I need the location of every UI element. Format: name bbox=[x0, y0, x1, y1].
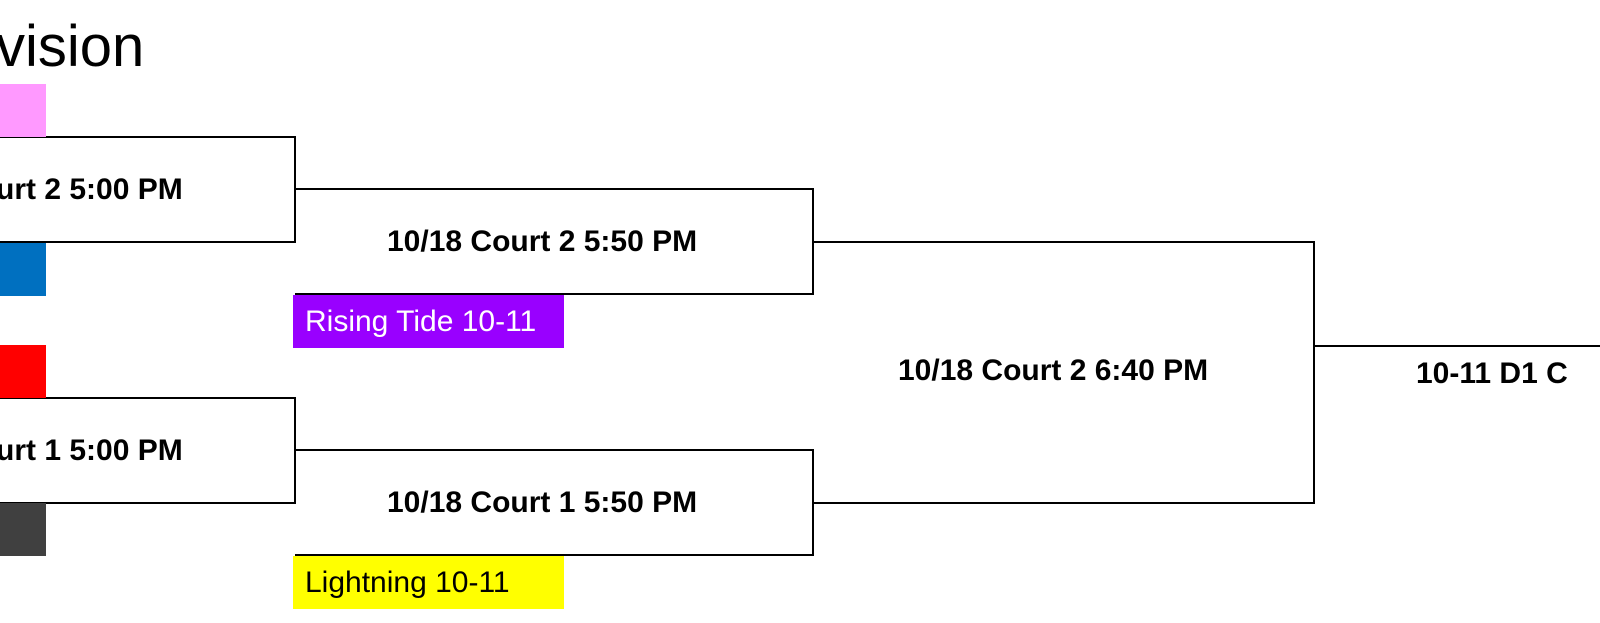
team-swatch-pink bbox=[0, 84, 46, 137]
r3-bracket bbox=[813, 241, 1315, 504]
r1-bottom-game-label: urt 1 5:00 PM bbox=[0, 434, 183, 467]
team-tag-lightning: Lightning 10-11 bbox=[293, 556, 564, 609]
r2-bottom-game-label: 10/18 Court 1 5:50 PM bbox=[387, 486, 698, 519]
team-tag-rising-tide-label: Rising Tide 10-11 bbox=[305, 305, 537, 338]
r1-top-game-label: urt 2 5:00 PM bbox=[0, 173, 183, 206]
team-tag-rising-tide: Rising Tide 10-11 bbox=[293, 295, 564, 348]
team-swatch-blue bbox=[0, 243, 46, 296]
team-swatch-red bbox=[0, 345, 46, 398]
final-label: 10-11 D1 C bbox=[1416, 357, 1568, 390]
r2-top-game-label: 10/18 Court 2 5:50 PM bbox=[387, 225, 698, 258]
team-tag-lightning-label: Lightning 10-11 bbox=[305, 566, 510, 599]
team-swatch-gray bbox=[0, 503, 46, 556]
r3-game-label: 10/18 Court 2 6:40 PM bbox=[898, 354, 1209, 387]
division-title: vision bbox=[0, 14, 145, 79]
